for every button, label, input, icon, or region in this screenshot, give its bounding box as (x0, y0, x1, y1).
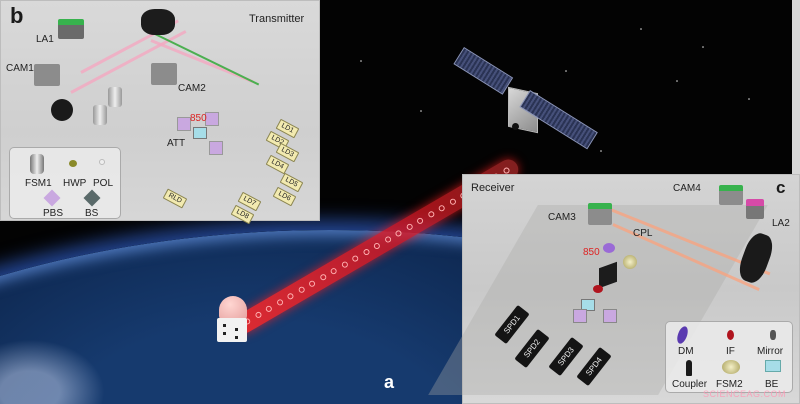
star (420, 110, 422, 112)
pol-icon (99, 159, 105, 165)
legend-mirror: Mirror (757, 346, 784, 357)
photon-marker (415, 216, 425, 225)
receiver-panel: Receiver c CAM3 CAM4 LA2 CPL 850 SPD1 SP… (428, 174, 800, 404)
photon-marker (394, 229, 403, 238)
photon-marker (329, 267, 338, 276)
photon-marker (448, 197, 457, 207)
transmitter-legend: FSM1 HWP POL PBS BS (9, 147, 121, 219)
cam1-label: CAM1 (6, 63, 34, 74)
pbs-cube (177, 117, 191, 131)
star (748, 98, 750, 100)
star (640, 28, 642, 30)
star (600, 150, 602, 152)
if-element (593, 285, 603, 293)
pbs-icon (43, 189, 61, 207)
legend-pol: POL (93, 178, 114, 189)
telescope-base (217, 318, 247, 342)
hwp-icon (69, 160, 77, 167)
photon-marker (297, 285, 306, 295)
la1-unit (58, 19, 84, 39)
legend-coupler: Coupler (672, 379, 708, 390)
legend-fsm2: FSM2 (716, 379, 743, 390)
photon-marker (383, 235, 392, 244)
if-icon (727, 330, 734, 340)
star (702, 46, 704, 48)
bs-icon (83, 189, 101, 207)
fsm-cylinder (108, 87, 122, 107)
star (676, 80, 678, 82)
photon-marker (340, 260, 349, 269)
photon-marker (405, 223, 414, 232)
photon-marker (318, 273, 327, 282)
satellite (453, 45, 610, 165)
transmitter-title: Transmitter (249, 13, 305, 25)
photon-marker (351, 254, 360, 263)
la2-unit (746, 199, 764, 219)
bs-cube (193, 127, 207, 139)
wavelength-label: 850 (190, 113, 207, 124)
legend-be: BE (765, 379, 779, 390)
telescope-dome (219, 296, 247, 320)
cam3-unit (588, 203, 612, 225)
coupler-icon (686, 360, 692, 376)
panel-a-label: a (384, 372, 395, 392)
fsm1-icon (30, 154, 44, 174)
star (565, 70, 567, 72)
wavelength-label: 850 (583, 247, 600, 258)
legend-pbs: PBS (43, 208, 64, 219)
legend-hwp: HWP (63, 178, 87, 189)
photon-marker (286, 292, 295, 301)
satellite-lens (512, 123, 519, 130)
legend-fsm1: FSM1 (25, 178, 52, 189)
mirror-icon (770, 330, 776, 340)
receiver-title: Receiver (471, 182, 515, 194)
rld-tag: RLD (162, 188, 188, 209)
la1-label: LA1 (36, 34, 54, 45)
photon-marker (437, 204, 446, 213)
photon-marker (361, 248, 371, 257)
fsm1-mirror (141, 9, 175, 35)
pbs-cube (209, 141, 223, 155)
photon-marker (275, 298, 284, 307)
la2-label: LA2 (772, 218, 790, 229)
transmitter-panel: b Transmitter LA1 CAM1 CAM2 850 ATT LD1 … (0, 0, 320, 225)
legend-bs: BS (85, 208, 99, 219)
cam4-unit (719, 185, 743, 205)
cam1-unit (34, 64, 60, 86)
pbs-cube (603, 309, 617, 323)
photon-marker (253, 311, 263, 320)
watermark: SCIENCEAG.COM (703, 389, 787, 399)
star (360, 60, 362, 62)
fsm-cylinder (93, 105, 107, 125)
fsm2-element (623, 255, 637, 269)
cpl-label: CPL (633, 228, 653, 239)
dm-element (603, 243, 615, 253)
dm-icon (675, 325, 690, 345)
cam2-unit (151, 63, 177, 85)
solar-panel-left (453, 47, 514, 95)
photon-marker (372, 241, 381, 251)
att-label: ATT (167, 138, 186, 149)
cam4-label: CAM4 (673, 183, 701, 194)
legend-if: IF (726, 346, 735, 357)
fsm2-icon (722, 360, 740, 374)
pbs-cube (205, 112, 219, 126)
bs-cube (581, 299, 595, 311)
cam3-label: CAM3 (548, 212, 576, 223)
fsm-wheel (51, 99, 73, 121)
pbs-cube (573, 309, 587, 323)
photon-marker (426, 210, 435, 219)
panel-c-label: c (776, 178, 786, 197)
photon-marker (264, 304, 273, 313)
be-icon (765, 360, 781, 372)
photon-marker (307, 279, 317, 288)
receiver-legend: DM IF Mirror Coupler FSM2 BE (665, 321, 793, 393)
cam2-label: CAM2 (178, 83, 206, 94)
panel-b-label: b (10, 3, 24, 28)
legend-dm: DM (678, 346, 694, 357)
ground-station-telescope (216, 296, 250, 346)
